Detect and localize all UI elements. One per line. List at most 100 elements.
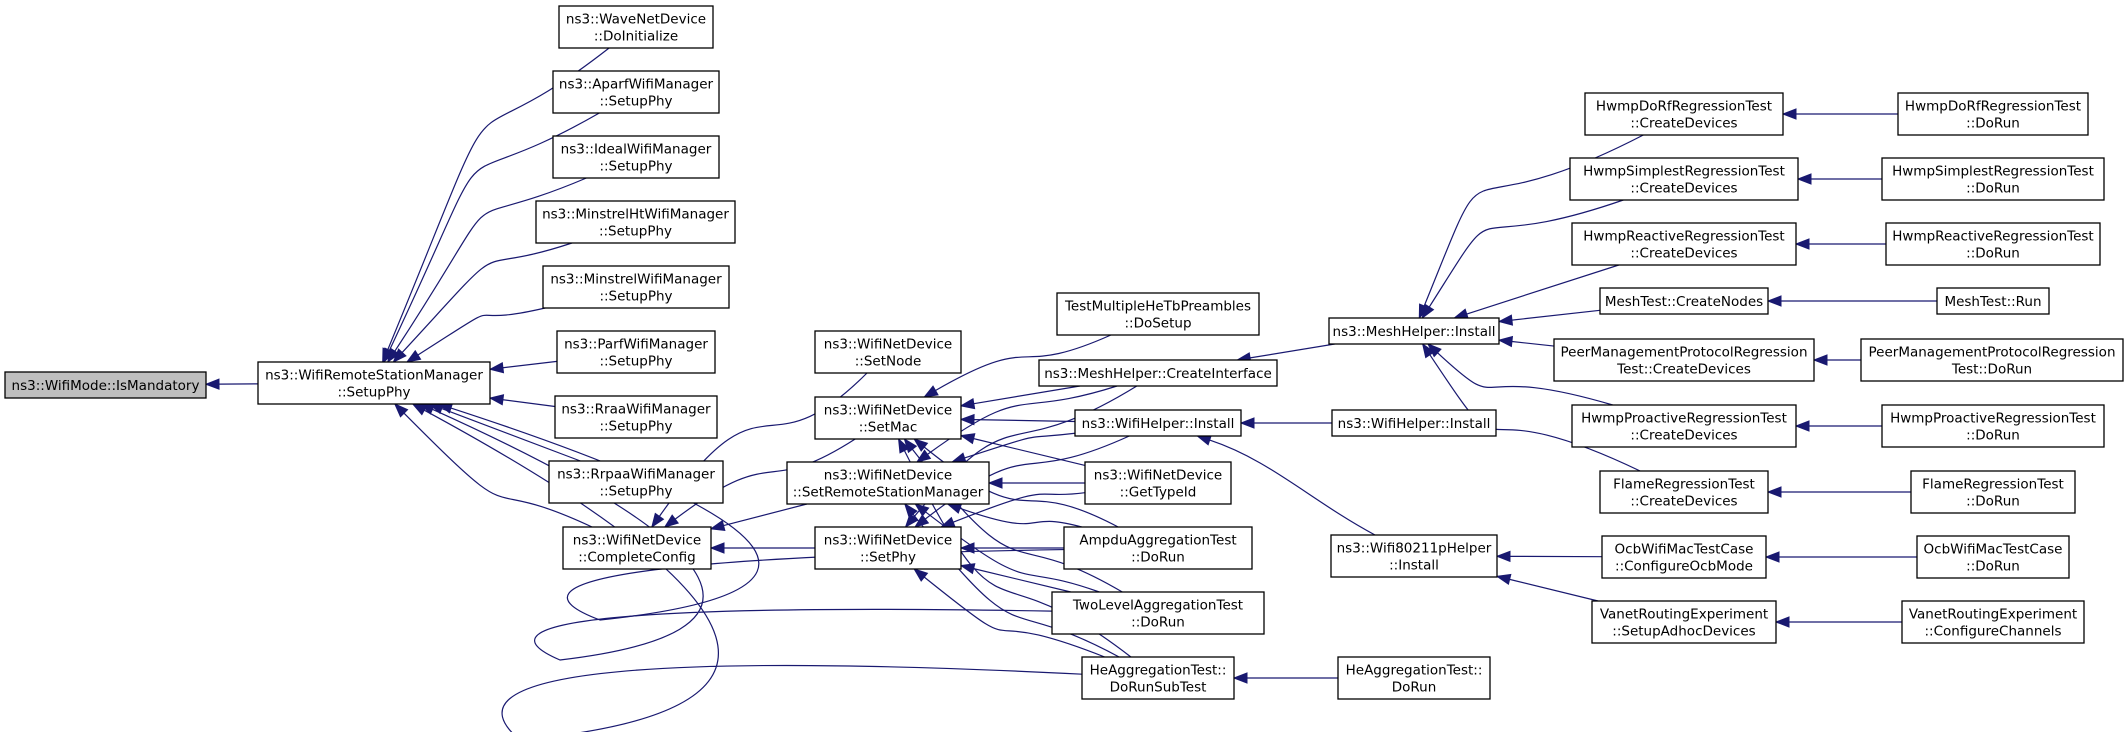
node-label-line: ::SetRemoteStationManager	[793, 485, 984, 501]
node-box	[558, 5, 714, 49]
node-rraa[interactable]: ns3::RraaWifiManager::SetupPhy	[554, 395, 718, 439]
node-label-line: ::SetPhy	[860, 550, 916, 566]
node-aparf[interactable]: ns3::AparfWifiManager::SetupPhy	[552, 70, 720, 114]
node-label-line: HwmpReactiveRegressionTest	[1583, 229, 1784, 245]
node-box	[1328, 317, 1500, 345]
node-hdrfCreate[interactable]: HwmpDoRfRegressionTest::CreateDevices	[1584, 92, 1784, 136]
node-wifiHelperInstall2[interactable]: ns3::WifiHelper::Install	[1331, 409, 1497, 437]
arrowhead	[959, 563, 976, 575]
arrowhead	[1232, 672, 1248, 684]
node-heRun[interactable]: HeAggregationTest::DoRun	[1337, 656, 1491, 700]
node-label-line: VanetRoutingExperiment	[1600, 607, 1768, 623]
node-box	[257, 361, 491, 405]
node-ampdu[interactable]: AmpduAggregationTest::DoRun	[1063, 526, 1253, 570]
node-minstrelHt[interactable]: ns3::MinstrelHtWifiManager::SetupPhy	[535, 200, 736, 244]
arrowhead	[903, 502, 918, 519]
edge-getTypeId-to-setRsm	[987, 477, 1085, 489]
arrowhead	[923, 385, 939, 398]
edge-line	[450, 407, 1065, 621]
edge-line	[925, 511, 1100, 593]
node-label-line: ns3::WifiNetDevice	[824, 533, 952, 549]
node-box	[554, 395, 718, 439]
node-wifiHelperInstall[interactable]: ns3::WifiHelper::Install	[1074, 409, 1242, 437]
node-setNode[interactable]: ns3::WifiNetDevice::SetNode	[814, 330, 962, 374]
node-peerCreate[interactable]: PeerManagementProtocolRegressionTest::Cr…	[1553, 338, 1815, 382]
node-meshCreateIf[interactable]: ns3::MeshHelper::CreateInterface	[1038, 359, 1278, 387]
node-meshInstall[interactable]: ns3::MeshHelper::Install	[1328, 317, 1500, 345]
node-w80211p[interactable]: ns3::Wifi80211pHelper::Install	[1330, 534, 1498, 578]
node-label-line: ::DoRun	[1966, 116, 2020, 132]
edge-line	[952, 492, 1086, 523]
node-box	[1860, 338, 2124, 382]
node-label-line: HeAggregationTest::	[1346, 663, 1483, 679]
node-label-line: AmpduAggregationTest	[1079, 533, 1236, 549]
node-hdrfRun[interactable]: HwmpDoRfRegressionTest::DoRun	[1897, 92, 2089, 136]
node-label-line: ::DoRun	[1966, 181, 2020, 197]
node-completeConfig[interactable]: ns3::WifiNetDevice::CompleteConfig	[562, 526, 712, 570]
node-label-line: ::CreateDevices	[1630, 494, 1737, 510]
arrowhead	[897, 437, 910, 454]
node-setMac[interactable]: ns3::WifiNetDevice::SetMac	[814, 396, 962, 440]
node-label-line: ::SetupPhy	[599, 289, 672, 305]
node-ocbRun[interactable]: OcbWifiMacTestCase::DoRun	[1916, 535, 2070, 579]
node-flameRun[interactable]: FlameRegressionTest::DoRun	[1910, 470, 2076, 514]
node-label-line: HwmpProactiveRegressionTest	[1581, 411, 1787, 427]
node-label-line: ns3::MeshHelper::Install	[1333, 324, 1496, 340]
node-label-line: ::SetupPhy	[599, 484, 672, 500]
node-isMandatory[interactable]: ns3::WifiMode::IsMandatory	[4, 371, 207, 399]
node-heTb[interactable]: TestMultipleHeTbPreambles::DoSetup	[1056, 292, 1260, 336]
edge-wifiHelperInstall2-to-wifiHelperInstall	[1239, 417, 1332, 429]
edge-line	[417, 307, 546, 356]
node-heSub[interactable]: HeAggregationTest::DoRunSubTest	[1081, 656, 1235, 700]
node-waveInit[interactable]: ns3::WaveNetDevice::DoInitialize	[558, 5, 714, 49]
node-box	[1601, 535, 1767, 579]
edge-hreacCreate-to-meshInstall	[1453, 264, 1620, 320]
node-meshTestRun[interactable]: MeshTest::Run	[1936, 287, 2050, 315]
node-rrpaa[interactable]: ns3::RrpaaWifiManager::SetupPhy	[548, 460, 724, 504]
node-label-line: FlameRegressionTest	[1613, 477, 1755, 493]
edge-line	[1511, 340, 1555, 347]
arrowhead	[959, 433, 976, 445]
node-vanetSetup[interactable]: VanetRoutingExperiment::SetupAdhocDevice…	[1591, 600, 1777, 644]
node-label-line: ns3::AparfWifiManager	[559, 77, 714, 93]
node-meshTestCreate[interactable]: MeshTest::CreateNodes	[1599, 287, 1769, 315]
node-peerRun[interactable]: PeerManagementProtocolRegressionTest::Do…	[1860, 338, 2124, 382]
node-box	[1571, 222, 1797, 266]
node-box	[1584, 92, 1784, 136]
node-flameCreate[interactable]: FlameRegressionTest::CreateDevices	[1599, 470, 1769, 514]
arrowhead	[392, 348, 407, 364]
node-vanetConfig[interactable]: VanetRoutingExperiment::ConfigureChannel…	[1901, 600, 2085, 644]
arrowhead	[946, 503, 963, 514]
node-getTypeId[interactable]: ns3::WifiNetDevice::GetTypeId	[1084, 461, 1232, 505]
node-box	[1881, 404, 2105, 448]
edge-line	[403, 412, 593, 528]
node-parf[interactable]: ns3::ParfWifiManager::SetupPhy	[556, 330, 716, 374]
node-box	[1063, 526, 1253, 570]
node-label-line: Test::CreateDevices	[1616, 362, 1751, 378]
edge-peerCreate-to-meshInstall	[1497, 335, 1555, 348]
node-setRsm[interactable]: ns3::WifiNetDevice::SetRemoteStationMana…	[786, 461, 990, 505]
node-ocbConfig[interactable]: OcbWifiMacTestCase::ConfigureOcbMode	[1601, 535, 1767, 579]
arrowhead	[915, 449, 932, 463]
node-hproRun[interactable]: HwmpProactiveRegressionTest::DoRun	[1881, 404, 2105, 448]
edge-heRun-to-heSub	[1232, 672, 1338, 684]
node-hreacRun[interactable]: HwmpReactiveRegressionTest::DoRun	[1885, 222, 2101, 266]
arrowhead	[488, 394, 505, 406]
node-hsimpRun[interactable]: HwmpSimplestRegressionTest::DoRun	[1881, 157, 2105, 201]
node-twoLevel[interactable]: TwoLevelAggregationTest::DoRun	[1051, 591, 1265, 635]
node-minstrel[interactable]: ns3::MinstrelWifiManager::SetupPhy	[542, 265, 730, 309]
node-hsimpCreate[interactable]: HwmpSimplestRegressionTest::CreateDevice…	[1569, 157, 1799, 201]
node-setPhy[interactable]: ns3::WifiNetDevice::SetPhy	[814, 526, 962, 570]
edge-line	[973, 438, 1086, 467]
edge-line	[959, 507, 1082, 528]
node-hproCreate[interactable]: HwmpProactiveRegressionTest::CreateDevic…	[1571, 404, 1797, 448]
node-label-line: TwoLevelAggregationTest	[1072, 598, 1243, 614]
node-label-line: ::SetupPhy	[337, 385, 410, 401]
node-hreacCreate[interactable]: HwmpReactiveRegressionTest::CreateDevice…	[1571, 222, 1797, 266]
node-ideal[interactable]: ns3::IdealWifiManager::SetupPhy	[552, 135, 720, 179]
node-box	[1569, 157, 1799, 201]
arrowhead	[204, 378, 220, 390]
node-box	[1910, 470, 2076, 514]
node-box	[1571, 404, 1797, 448]
node-rsmSetupPhy[interactable]: ns3::WifiRemoteStationManager::SetupPhy	[257, 361, 491, 405]
